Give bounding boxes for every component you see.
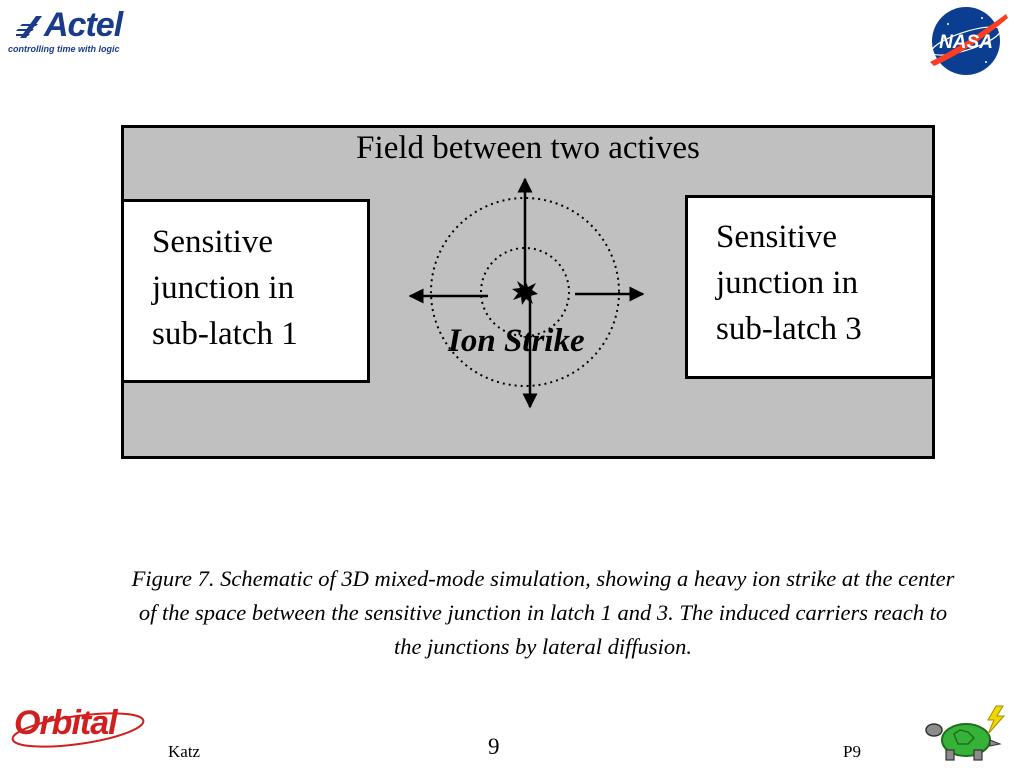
orbital-wordmark: Orbital bbox=[14, 704, 118, 742]
actel-logo: Actel controlling time with logic bbox=[6, 6, 126, 58]
nasa-wordmark: NASA bbox=[939, 32, 993, 53]
junction-left-line-2: junction in bbox=[152, 270, 295, 306]
page-number: 9 bbox=[488, 734, 500, 759]
actel-tagline: controlling time with logic bbox=[8, 44, 120, 54]
field-label: Field between two actives bbox=[356, 130, 700, 166]
junction-label-right: Sensitive junction in sub-latch 3 bbox=[716, 214, 926, 352]
inner-diffusion-ring bbox=[480, 247, 570, 337]
actel-swoosh-icon bbox=[16, 16, 42, 38]
orbital-swoosh-icon bbox=[11, 712, 145, 748]
junction-right-line-2: junction in bbox=[716, 265, 859, 301]
actel-wordmark: Actel bbox=[44, 6, 123, 44]
junction-box-right bbox=[685, 195, 934, 379]
junction-right-line-3: sub-latch 3 bbox=[716, 311, 862, 347]
ion-strike-label: Ion Strike bbox=[448, 323, 585, 359]
junction-left-line-3: sub-latch 1 bbox=[152, 316, 298, 352]
nasa-logo: NASA bbox=[930, 7, 1008, 75]
footer-page-code: P9 bbox=[843, 742, 861, 761]
ion-strike-diagram bbox=[408, 177, 645, 409]
junction-label-left: Sensitive junction in sub-latch 1 bbox=[152, 219, 362, 357]
starburst-icon bbox=[512, 279, 538, 305]
junction-right-line-1: Sensitive bbox=[716, 219, 837, 255]
outer-diffusion-ring bbox=[430, 197, 620, 387]
turtle-lightning-icon bbox=[925, 705, 1006, 761]
figure-caption: Figure 7. Schematic of 3D mixed-mode sim… bbox=[131, 566, 955, 659]
junction-left-line-1: Sensitive bbox=[152, 224, 273, 260]
junction-box-left bbox=[121, 199, 370, 383]
footer-author: Katz bbox=[168, 742, 201, 761]
orbital-logo: Orbital bbox=[8, 704, 148, 754]
